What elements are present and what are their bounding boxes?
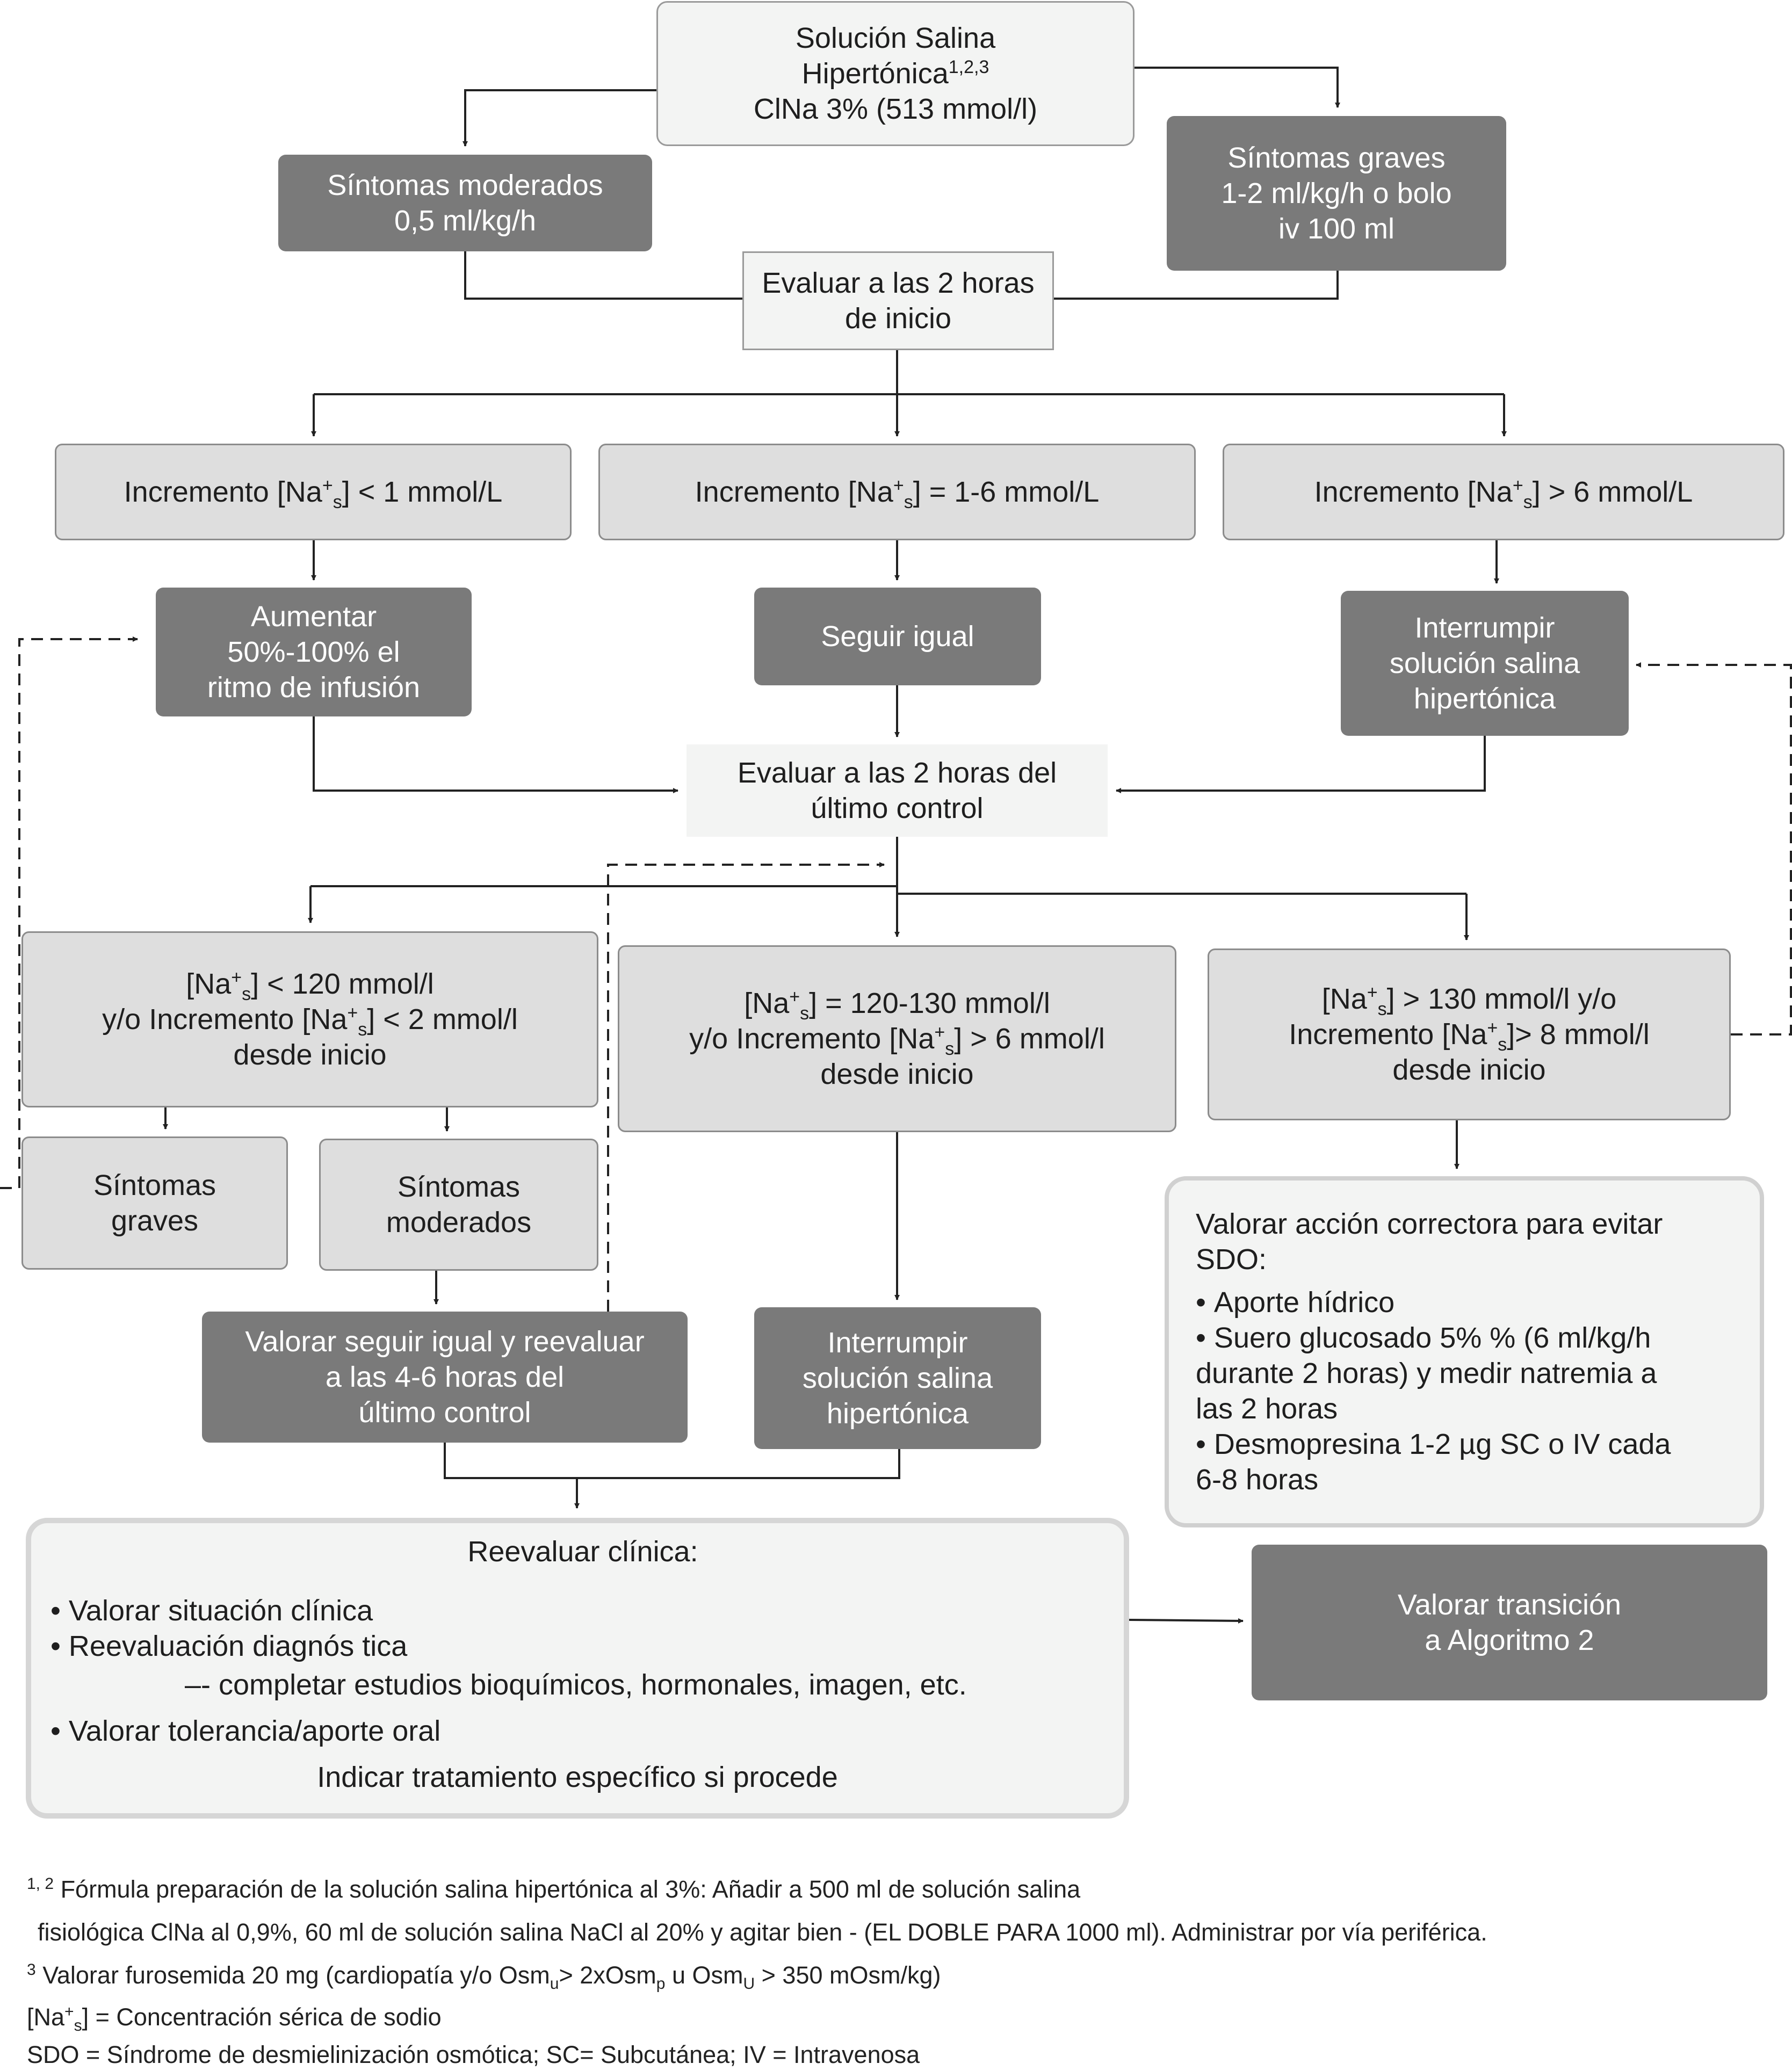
connector-clinic-to-transition: [1129, 1618, 1244, 1624]
connector-reval-to-clinic: [444, 1443, 900, 1479]
evaluate-2h-start-node: Evaluar a las 2 horas de inicio: [742, 251, 1054, 350]
start-line1: Solución Salina: [795, 22, 996, 54]
sdo-corrective-panel: Valorar acción correctora para evitar SD…: [1165, 1176, 1764, 1527]
sodium-low-node: [Na+s] < 120 mmol/l y/o Incremento [Na+s…: [21, 931, 598, 1107]
increment-gt6-node: Incremento [Na+s] > 6 mmol/L: [1223, 444, 1784, 540]
eval1-line2: de inicio: [844, 302, 952, 335]
severe-line2: 1-2 ml/kg/h o bolo: [1221, 177, 1452, 209]
moderate-line2: 0,5 ml/kg/h: [394, 205, 537, 237]
footnote-1b: fisiológica ClNa al 0,9%, 60 ml de soluc…: [38, 1918, 1487, 1946]
connector-stop1-to-eval2: [1116, 736, 1486, 793]
start-footnote-ref: 1,2,3: [948, 57, 989, 77]
stop-hypertonic-node-2: Interrumpir solución salina hipertónica: [754, 1307, 1041, 1449]
moderate-symptoms-node: Síntomas moderados 0,5 ml/kg/h: [278, 155, 652, 251]
connector-feedback-severe-to-increase: [0, 636, 138, 1189]
reassess-4-6h-node: Valorar seguir igual y reevaluar a las 4…: [202, 1312, 688, 1443]
connector-start-to-severe: [1135, 67, 1340, 108]
moderate-line1: Síntomas moderados: [327, 169, 603, 201]
severe-line3: iv 100 ml: [1278, 213, 1395, 245]
severe-line1: Síntomas graves: [1227, 142, 1446, 174]
connector-feedback-reval-to-eval2: [607, 862, 885, 1312]
connector-increase-to-eval2: [313, 716, 678, 793]
stop-hypertonic-node-1: Interrumpir solución salina hipertónica: [1341, 591, 1629, 736]
start-line3: ClNa 3% (513 mmol/l): [753, 93, 1038, 125]
sodium-mid-node: [Na+s] = 120-130 mmol/l y/o Incremento […: [618, 945, 1176, 1132]
connector-start-to-moderate: [463, 89, 656, 147]
connector-feedback-na-high-to-stop1: [1636, 662, 1792, 1036]
increment-1-6-node: Incremento [Na+s] = 1-6 mmol/L: [598, 444, 1196, 540]
start-line2: Hipertónica: [801, 57, 949, 90]
connector-moderate-to-eval1: [464, 251, 742, 300]
eval1-line1: Evaluar a las 2 horas: [762, 267, 1035, 299]
continue-same-node: Seguir igual: [754, 588, 1041, 685]
increment-lt1-node: Incremento [Na+s] < 1 mmol/L: [55, 444, 572, 540]
reassess-clinic-panel: Reevaluar clínica: Valorar situación clí…: [26, 1518, 1129, 1819]
severe-symptoms-node-2: Síntomas graves: [21, 1136, 288, 1270]
increase-infusion-node: Aumentar 50%-100% el ritmo de infusión: [156, 588, 472, 716]
footnote-1: 1, 2 Fórmula preparación de la solución …: [27, 1875, 1081, 1903]
connector-severe-to-eval1: [1054, 271, 1339, 300]
footnote-abbreviations: SDO = Síndrome de desmielinización osmót…: [27, 2041, 920, 2068]
transition-algorithm2-node: Valorar transición a Algoritmo 2: [1252, 1545, 1767, 1700]
moderate-symptoms-node-2: Síntomas moderados: [319, 1139, 598, 1271]
start-node: Solución Salina Hipertónica1,2,3 ClNa 3%…: [656, 1, 1135, 146]
evaluate-2h-last-node: Evaluar a las 2 horas del último control: [687, 744, 1108, 837]
footnote-3: 3 Valorar furosemida 20 mg (cardiopatía …: [27, 1961, 941, 1993]
sodium-high-node: [Na+s] > 130 mmol/l y/o Incremento [Na+s…: [1208, 948, 1731, 1120]
footnote-na-definition: [Na+s] = Concentración sérica de sodio: [27, 2003, 442, 2034]
severe-symptoms-node: Síntomas graves 1-2 ml/kg/h o bolo iv 10…: [1167, 116, 1506, 271]
